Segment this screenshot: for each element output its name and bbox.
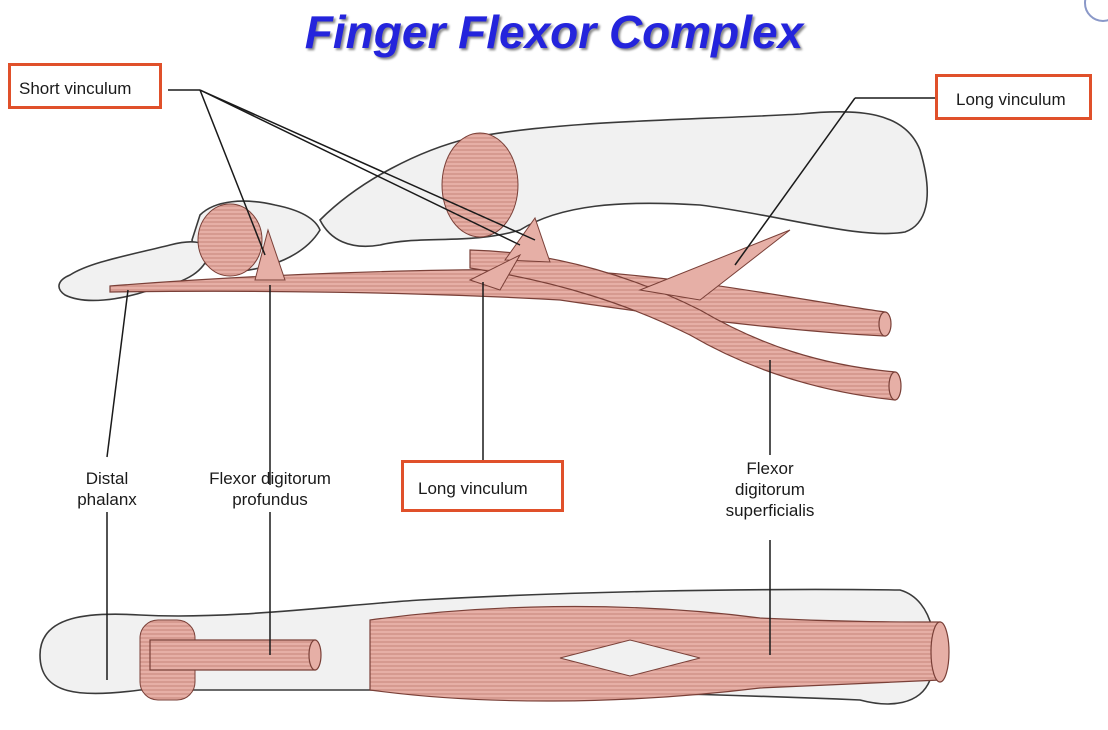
long-vinculum-top-label: Long vinculum bbox=[935, 74, 1092, 120]
pip-joint-capsule bbox=[441, 132, 519, 238]
palmar-fdp-tendon bbox=[149, 639, 316, 671]
fdp-tendon-end bbox=[878, 311, 892, 337]
lateral-view bbox=[58, 89, 935, 485]
long-vinculum-fds bbox=[638, 229, 791, 301]
palmar-fdp-tendon-end bbox=[308, 639, 322, 671]
palmar-view bbox=[39, 512, 950, 705]
palmar-fds-tendon-end bbox=[930, 621, 950, 683]
leader-distal-phalanx bbox=[106, 289, 129, 458]
leader-long-vinculum-top-2 bbox=[734, 97, 856, 266]
short-vinculum-label: Short vinculum bbox=[8, 63, 162, 109]
distal-phalanx-bone bbox=[58, 241, 211, 302]
long-vinculum-mid-label: Long vinculum bbox=[401, 460, 564, 512]
short-vinculum-dip bbox=[254, 228, 286, 281]
proximal-phalanx-bone bbox=[319, 110, 928, 247]
distal-phalanx-label: Distal phalanx bbox=[77, 469, 137, 509]
leader-short-vinculum-4 bbox=[199, 89, 536, 241]
corner-logo-icon bbox=[1084, 0, 1108, 22]
leader-short-vinculum-2 bbox=[199, 89, 266, 256]
palmar-chiasm-gap bbox=[559, 639, 701, 677]
short-vinculum-pip bbox=[504, 216, 551, 263]
fds-tendon-end bbox=[888, 371, 902, 401]
slide-title: Finger Flexor Complex bbox=[304, 6, 804, 58]
leader-short-vinculum-3 bbox=[199, 89, 521, 246]
dip-joint-capsule bbox=[197, 203, 263, 277]
fdp-label: Flexor digitorum profundus bbox=[209, 469, 331, 509]
fds-label: Flexor digitorum superficialis bbox=[725, 459, 815, 520]
long-vinculum-fdp bbox=[468, 253, 522, 291]
